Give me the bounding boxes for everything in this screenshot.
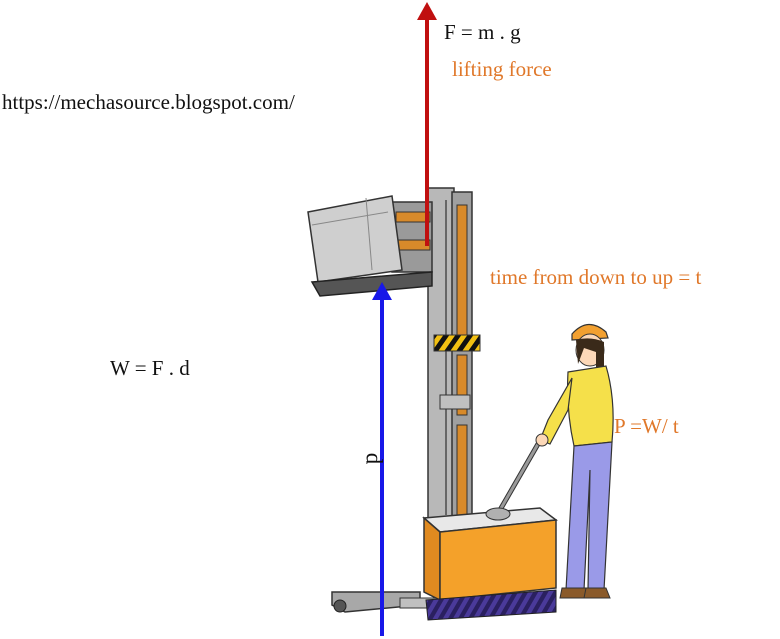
worker-helmet xyxy=(571,323,609,341)
force-formula: F = m . g xyxy=(444,20,521,44)
worker-illustration xyxy=(535,323,614,599)
work-formula: W = F . d xyxy=(110,356,190,380)
distance-label: d xyxy=(361,452,387,465)
time-label: time from down to up = t xyxy=(490,265,702,289)
distance-arrow xyxy=(372,282,392,636)
worker-shirt xyxy=(567,365,614,447)
worker-arm xyxy=(539,377,573,445)
control-box-front xyxy=(423,516,441,602)
hazard-band xyxy=(433,334,481,352)
source-url-text: https://mechasource.blogspot.com/ xyxy=(2,90,295,114)
lifting-force-label: lifting force xyxy=(452,57,552,81)
striped-base xyxy=(425,589,557,621)
lifting-force-arrow xyxy=(417,2,437,246)
stacker-front-wheel xyxy=(333,599,347,613)
control-box-side xyxy=(439,519,557,601)
stacker-mast-left xyxy=(427,187,455,519)
worker-shoe-right xyxy=(583,587,611,599)
load-bin xyxy=(307,195,403,283)
power-formula: P =W/ t xyxy=(614,414,679,438)
worker-hair xyxy=(576,338,604,372)
worker-pants xyxy=(565,441,613,591)
forks xyxy=(310,271,433,297)
forklift-stacker-illustration xyxy=(307,187,558,621)
